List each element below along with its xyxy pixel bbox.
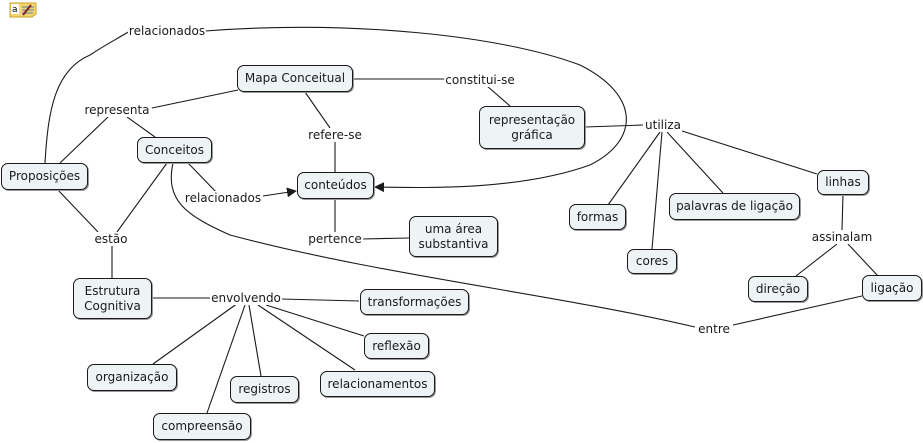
edge-assinalam-ligacao: [847, 243, 879, 277]
edge-envolvendo-relacionamentos: [257, 304, 356, 371]
edge-relacionados-conteudos: [204, 26, 627, 193]
edge-proposicoes-estao: [57, 189, 99, 233]
node-transformacoes[interactable]: transformações: [360, 289, 469, 315]
node-palavras-de-ligacao[interactable]: palavras de ligação: [669, 193, 800, 220]
node-direcao[interactable]: direção: [748, 276, 808, 302]
node-representacao-grafica[interactable]: representação gráfica: [479, 106, 585, 149]
edge-conceitos-relacionados: [187, 162, 220, 196]
node-registros[interactable]: registros: [230, 376, 299, 403]
node-cores[interactable]: cores: [627, 249, 677, 274]
node-relacionamentos[interactable]: relacionamentos: [320, 371, 435, 397]
link-estao[interactable]: estão: [93, 232, 129, 246]
link-representa[interactable]: representa: [83, 103, 151, 117]
edge-linhas-assinalam: [841, 193, 844, 231]
node-ligacao[interactable]: ligação: [862, 275, 922, 301]
edge-envolvendo-transformacoes: [280, 298, 360, 302]
edge-envolvendo-registros: [248, 304, 262, 377]
edge-utiliza-formas: [607, 131, 661, 206]
edge-mapa-refere: [304, 91, 331, 129]
link-pertence[interactable]: pertence: [307, 232, 363, 246]
node-compreensao[interactable]: compreensão: [153, 413, 251, 440]
edge-representa-conceitos: [126, 116, 156, 138]
edge-entre-ligacao: [732, 295, 863, 326]
edge-representacao-utiliza: [584, 124, 644, 128]
link-utiliza[interactable]: utiliza: [644, 118, 682, 132]
link-constitui-se[interactable]: constitui-se: [444, 73, 516, 87]
link-entre[interactable]: entre: [697, 322, 731, 336]
edge-utiliza-linhas: [681, 130, 818, 175]
edge-envolvendo-organizacao: [152, 302, 239, 365]
edge-representa-proposicoes: [59, 116, 109, 164]
link-refere-se[interactable]: refere-se: [307, 128, 363, 142]
link-relacionados-top[interactable]: relacionados: [127, 24, 207, 38]
concept-note-icon[interactable]: a: [9, 2, 37, 18]
node-organizacao[interactable]: organização: [87, 364, 177, 391]
edge-pertence-area: [361, 237, 410, 240]
edge-constitui-representacao: [486, 85, 511, 107]
svg-text:a: a: [12, 5, 18, 15]
node-formas[interactable]: formas: [569, 204, 626, 230]
edge-relacionados-conteudos-mid: [262, 187, 297, 198]
edge-conceitos-entre: [170, 162, 696, 328]
node-area-substantiva[interactable]: uma área substantiva: [409, 216, 498, 257]
link-envolvendo[interactable]: envolvendo: [210, 291, 282, 305]
node-conteudos[interactable]: conteúdos: [297, 172, 374, 199]
edge-utiliza-palavras: [666, 131, 724, 194]
link-assinalam[interactable]: assinalam: [810, 230, 874, 244]
edge-utiliza-cores: [651, 131, 663, 250]
node-linhas[interactable]: linhas: [817, 170, 869, 195]
node-conceitos[interactable]: Conceitos: [137, 137, 212, 163]
edge-assinalam-direcao: [795, 243, 838, 277]
node-reflexao[interactable]: reflexão: [364, 333, 429, 359]
node-mapa-conceitual[interactable]: Mapa Conceitual: [237, 65, 353, 92]
node-proposicoes[interactable]: Proposições: [1, 163, 88, 190]
edge-envolvendo-reflexao: [265, 304, 365, 337]
edge-conceitos-estao: [116, 162, 168, 233]
edge-envolvendo-compreensao: [206, 304, 246, 414]
edge-mapa-representa: [151, 89, 239, 109]
node-estrutura-cognitiva[interactable]: Estrutura Cognitiva: [73, 278, 152, 319]
link-relacionados-mid[interactable]: relacionados: [183, 191, 263, 205]
edge-proposicoes-relacionados: [44, 30, 131, 164]
